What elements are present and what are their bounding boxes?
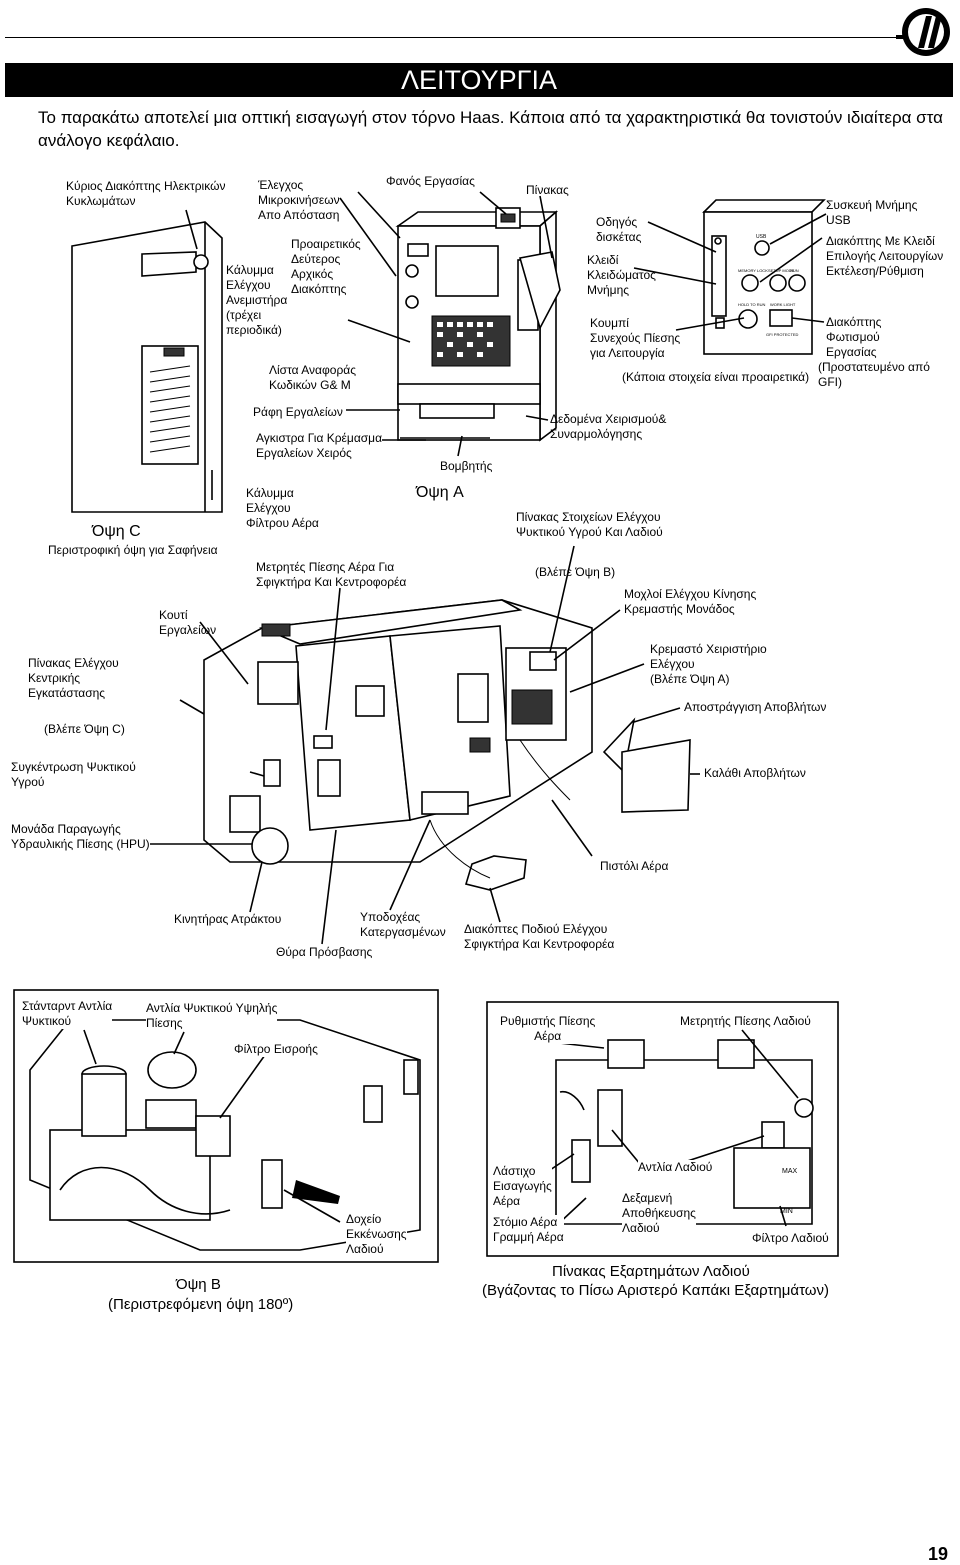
haas-logo-icon [896, 8, 950, 56]
label-key-switch: Διακόπτης Με Κλειδί Επιλογής Λειτουργίων… [826, 234, 944, 278]
label-buzzer: Βομβητής [440, 459, 493, 473]
label-intake-filter: Φίλτρο Εισροής [234, 1042, 318, 1057]
label-manuals: Δεδομένα Χειρισμού& Συναρμολόγησης [550, 412, 667, 441]
panel-text-run: RUN [790, 268, 799, 273]
label-std-pump: Στάνταρντ Αντλία Ψυκτικού [22, 999, 113, 1029]
label-pendant: Κρεμαστό Χειριστήριο Ελέγχου (Βλέπε Όψη … [650, 642, 767, 686]
label-tool-hooks: Αγκιστρα Για Κρέμασμα Εργαλείων Χειρός [256, 431, 383, 460]
label-access-door: Θύρα Πρόσβασης [276, 945, 373, 959]
label-work-beacon: Φανός Εργασίας [386, 174, 475, 188]
oil-panel [486, 1001, 839, 1257]
label-air-inlet: Λάστιχο Εισαγωγής Αέρα [493, 1164, 552, 1209]
label-spindle-motor: Κινητήρας Ατράκτου [174, 912, 282, 926]
view-a-pendant [395, 207, 561, 442]
label-memory-key: Κλειδί Κλειδώματος Μνήμης [587, 253, 656, 297]
label-air-regulator: Ρυθμιστής Πίεσης Αέρα [500, 1014, 596, 1044]
label-tool-shelf: Ράφη Εργαλείων [253, 405, 343, 419]
panel-text-hold-to-run: HOLD TO RUN [738, 302, 766, 307]
label-foot-pedals: Διακόπτες Ποδιού Ελέγχου Σφιγκτήρα Και Κ… [464, 922, 615, 951]
label-optional-note: (Κάποια στοιχεία είναι προαιρετικά) [622, 370, 810, 384]
label-gm-codes: Λίστα Αναφοράς Κωδικών G& M [269, 363, 356, 392]
panel-text-work-light: WORK LIGHT [770, 302, 796, 307]
label-chip-basket: Καλάθι Αποβλήτων [704, 766, 806, 780]
main-lathe [203, 599, 691, 891]
label-central-panel: Πίνακας Ελέγχου Κεντρικής Εγκατάστασης [28, 656, 119, 700]
view-b-subcaption: (Περιστρεφόμενη όψη 180º) [108, 1296, 294, 1313]
label-coolant-oil-panel: Πίνακας Στοιχείων Ελέγχου Ψυκτικού Υγρού… [516, 510, 663, 539]
view-c-subcaption: Περιστροφική όψη για Σαφήνεια [48, 543, 218, 557]
label-work-light: Διακόπτης Φωτισμού Εργασίας [826, 315, 882, 359]
view-c-cabinet [71, 221, 223, 513]
label-air-gun: Πιστόλι Αέρα [600, 859, 669, 873]
panel-text-mem-lock: MEMORY LOCK [738, 268, 768, 273]
label-panel: Πίνακας [526, 183, 569, 197]
header-rule [5, 37, 905, 38]
pointer-arrow [292, 1180, 340, 1204]
view-a-caption: Όψη A [416, 484, 464, 501]
label-oil-gauge: Μετρητής Πίεσης Λαδιού [680, 1014, 811, 1029]
label-secondary-switch: Προαιρετικός Δεύτερος Αρχικός Διακόπτης [291, 237, 361, 296]
label-oil-pump: Αντλία Λαδιού [638, 1160, 713, 1175]
label-hp-pump: Αντλία Ψυκτικού Υψηλής Πίεσης [146, 1001, 278, 1031]
label-min: MIN [780, 1208, 793, 1215]
oil-panel-subcaption: (Βγάζοντας το Πίσω Αριστερό Καπάκι Εξαρτ… [482, 1282, 829, 1299]
label-usb: Συσκευή Μνήμης USB [826, 198, 918, 227]
label-air-gauges: Μετρητές Πίεσης Αέρα Για Σφιγκτήρα Και Κ… [256, 560, 407, 589]
oil-panel-caption: Πίνακας Εξαρτημάτων Λαδιού [552, 1263, 750, 1280]
label-gfi: (Προστατευμένο από GFI) [818, 360, 930, 389]
label-coolant-concentration: Συγκέντρωση Ψυκτικού Υγρού [11, 760, 136, 789]
label-oil-reservoir: Δεξαμενή Αποθήκευσης Λαδιού [622, 1191, 696, 1236]
view-a-inset-panel [702, 199, 826, 355]
page-number: 19 [928, 1544, 949, 1564]
label-toolbox: Κουτί Εργαλείων [159, 608, 217, 637]
label-air-line-nozzle: Στόμιο Αέρα Γραμμή Αέρα [493, 1215, 564, 1245]
label-hpu: Μονάδα Παραγωγής Υδραυλικής Πίεσης (HPU) [11, 822, 150, 851]
section-title-bar: ΛΕΙΤΟΥΡΓΙΑ [5, 63, 953, 97]
label-main-switch: Κύριος Διακόπτης Ηλεκτρικών Κυκλωμάτων [66, 179, 226, 208]
label-jog-levers: Μοχλοί Ελέγχου Κίνησης Κρεμαστής Μονάδος [624, 587, 757, 616]
haas-logo [896, 4, 958, 60]
label-see-view-b: (Βλέπε Όψη Β) [535, 565, 616, 579]
label-see-view-c: (Βλέπε Όψη C) [44, 722, 125, 736]
label-floppy: Οδηγός δισκέτας [596, 215, 642, 244]
label-chip-drain: Αποστράγγιση Αποβλήτων [684, 700, 827, 714]
label-fan-cover: Κάλυμμα Ελέγχου Ανεμιστήρα (τρέχει περιο… [226, 263, 288, 337]
intro-paragraph: Το παρακάτω αποτελεί μια οπτική εισαγωγή… [38, 108, 943, 150]
view-c-caption: Όψη C [92, 523, 141, 540]
view-b-caption: Όψη B [176, 1276, 221, 1293]
label-max: MAX [782, 1168, 798, 1175]
panel-text-setup-mode: SETUP MODE [768, 268, 795, 273]
label-remote-jog: Έλεγχος Μικροκινήσεων Απο Απόσταση [258, 178, 340, 222]
label-air-filter-cover: Κάλυμμα Ελέγχου Φίλτρου Αέρα [246, 486, 319, 530]
panel-text-gfi-protected: GFI PROTECTED [766, 332, 799, 337]
section-title: ΛΕΙΤΟΥΡΓΙΑ [400, 65, 558, 95]
label-cycle-start: Κουμπί Συνεχούς Πίεσης για Λειτουργία [590, 316, 681, 360]
label-oil-filter: Φίλτρο Λαδιού [752, 1231, 829, 1246]
label-parts-catcher: Υποδοχέας Κατεργασμένων [360, 910, 446, 939]
label-oil-drain: Δοχείο Εκκένωσης Λαδιού [346, 1212, 407, 1257]
panel-text-usb: USB [756, 234, 767, 240]
